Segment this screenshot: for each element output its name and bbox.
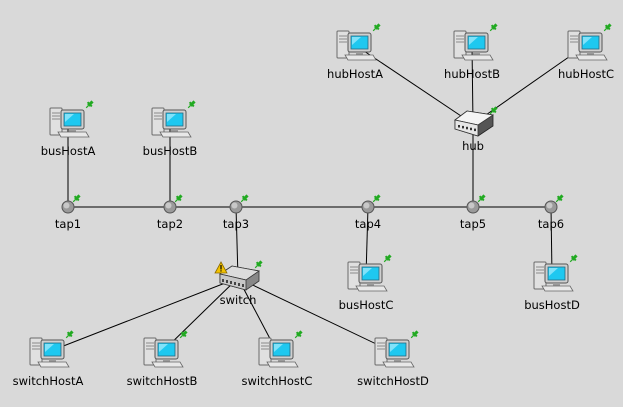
node-label: busHostD bbox=[524, 298, 580, 312]
connected-plug-icon bbox=[372, 194, 381, 203]
node-busHostB[interactable]: busHostB bbox=[143, 99, 198, 158]
node-label: tap4 bbox=[355, 217, 381, 231]
node-switchHostB[interactable]: switchHostB bbox=[127, 329, 198, 388]
link-tap3-switch bbox=[235, 206, 239, 279]
connected-plug-icon bbox=[240, 194, 249, 203]
node-label: hubHostC bbox=[558, 67, 614, 81]
node-tap5[interactable]: tap5 bbox=[460, 193, 487, 231]
link-switch-switchHostD bbox=[237, 277, 394, 353]
node-label: hub bbox=[462, 139, 484, 153]
connected-plug-icon bbox=[174, 194, 183, 203]
node-label: switchHostB bbox=[127, 374, 198, 388]
connected-plug-icon bbox=[187, 100, 196, 109]
computer-icon bbox=[347, 261, 388, 292]
links-layer bbox=[47, 44, 587, 353]
computer-icon bbox=[336, 30, 377, 61]
tap-icon bbox=[229, 200, 243, 214]
computer-icon bbox=[374, 337, 415, 368]
node-label: tap5 bbox=[460, 217, 486, 231]
node-label: busHostC bbox=[339, 298, 394, 312]
link-switch-switchHostA bbox=[47, 277, 239, 353]
node-label: switchHostC bbox=[242, 374, 313, 388]
node-label: hubHostA bbox=[327, 67, 383, 81]
tap-icon bbox=[163, 200, 177, 214]
nodes-layer: hubHostA hubHostB hubHostC hub busHostA busHo… bbox=[13, 22, 614, 388]
node-tap6[interactable]: tap6 bbox=[538, 193, 565, 231]
computer-icon bbox=[151, 107, 192, 138]
computer-icon bbox=[567, 30, 608, 61]
node-switch[interactable]: switch bbox=[214, 259, 264, 307]
connected-plug-icon bbox=[294, 330, 303, 339]
node-hub[interactable]: hub bbox=[454, 105, 499, 153]
node-label: tap6 bbox=[538, 217, 564, 231]
connected-plug-icon bbox=[179, 330, 188, 339]
node-switchHostC[interactable]: switchHostC bbox=[242, 329, 313, 388]
node-busHostC[interactable]: busHostC bbox=[339, 253, 394, 312]
computer-icon bbox=[258, 337, 299, 368]
computer-icon bbox=[49, 107, 90, 138]
node-tap2[interactable]: tap2 bbox=[157, 193, 184, 231]
tap-icon bbox=[466, 200, 480, 214]
node-label: tap3 bbox=[223, 217, 249, 231]
connected-plug-icon bbox=[72, 194, 81, 203]
tap-icon bbox=[361, 200, 375, 214]
tap-icon bbox=[61, 200, 75, 214]
node-busHostA[interactable]: busHostA bbox=[41, 99, 96, 158]
tap-icon bbox=[544, 200, 558, 214]
node-hubHostC[interactable]: hubHostC bbox=[558, 22, 614, 81]
connected-plug-icon bbox=[603, 23, 612, 32]
warning-icon bbox=[214, 261, 228, 274]
node-label: busHostA bbox=[41, 144, 96, 158]
node-busHostD[interactable]: busHostD bbox=[524, 253, 580, 312]
node-tap3[interactable]: tap3 bbox=[223, 193, 250, 231]
connected-plug-icon bbox=[477, 194, 486, 203]
switch-icon bbox=[219, 265, 261, 291]
node-label: hubHostB bbox=[444, 67, 500, 81]
node-hubHostA[interactable]: hubHostA bbox=[327, 22, 383, 81]
connected-plug-icon bbox=[489, 106, 498, 115]
computer-icon bbox=[453, 30, 494, 61]
node-hubHostB[interactable]: hubHostB bbox=[444, 22, 500, 81]
connected-plug-icon bbox=[489, 23, 498, 32]
node-switchHostA[interactable]: switchHostA bbox=[13, 329, 84, 388]
hub-icon bbox=[454, 110, 495, 137]
connected-plug-icon bbox=[569, 254, 578, 263]
computer-icon bbox=[29, 337, 70, 368]
node-label: busHostB bbox=[143, 144, 198, 158]
node-label: switchHostD bbox=[357, 374, 429, 388]
connected-plug-icon bbox=[65, 330, 74, 339]
node-label: switchHostA bbox=[13, 374, 84, 388]
connected-plug-icon bbox=[410, 330, 419, 339]
connected-plug-icon bbox=[85, 100, 94, 109]
computer-icon bbox=[533, 261, 574, 292]
node-label: switch bbox=[220, 293, 257, 307]
node-label: tap1 bbox=[55, 217, 81, 231]
connected-plug-icon bbox=[372, 23, 381, 32]
node-label: tap2 bbox=[157, 217, 183, 231]
node-tap4[interactable]: tap4 bbox=[355, 193, 382, 231]
connected-plug-icon bbox=[383, 254, 392, 263]
connected-plug-icon bbox=[555, 194, 564, 203]
node-switchHostD[interactable]: switchHostD bbox=[357, 329, 429, 388]
computer-icon bbox=[143, 337, 184, 368]
node-tap1[interactable]: tap1 bbox=[55, 193, 82, 231]
connected-plug-icon bbox=[254, 260, 263, 269]
